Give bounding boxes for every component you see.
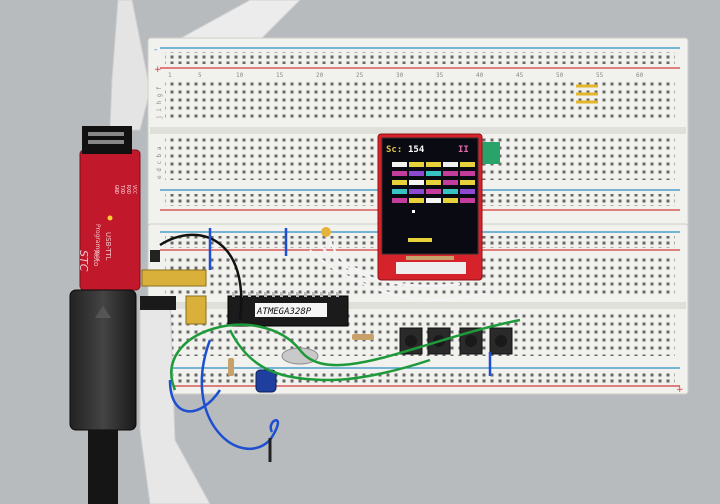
brick: [460, 180, 475, 185]
brick: [443, 198, 458, 203]
microcontroller-chip: ATMEGA328P: [227, 292, 349, 327]
col-num-5: 5: [198, 72, 202, 79]
brick: [460, 198, 475, 203]
col-num-20: 20: [316, 72, 324, 79]
led-indicator: [107, 215, 113, 221]
programmer-pin-txd: TXD: [119, 185, 125, 194]
brick: [409, 171, 424, 176]
col-num-30: 30: [396, 72, 404, 79]
brick: [426, 162, 441, 167]
wire-green-1: [170, 318, 521, 391]
brick: [460, 171, 475, 176]
paddle: [408, 238, 432, 242]
crystal-oscillator: [281, 347, 319, 365]
col-num-1: 1: [168, 72, 172, 79]
brick-grid: [392, 162, 475, 203]
rail-sign-plus-bottom: +: [676, 385, 684, 395]
col-num-35: 35: [436, 72, 444, 79]
wire-blue-2: [168, 379, 222, 413]
ribbon-cable-bottom: [139, 296, 211, 504]
lives-indicator: II: [458, 145, 469, 155]
brick: [443, 162, 458, 167]
usb-ttl-programmer: STC Auto Programmer USB-TTL GND TXD RXD …: [77, 126, 141, 291]
row-letters-bottom: e d c b a: [156, 146, 163, 179]
yellow-jumpers: [576, 84, 598, 104]
programmer-line1: Auto: [92, 250, 100, 266]
score-value: 154: [408, 145, 425, 155]
brick: [426, 171, 441, 176]
brick: [392, 171, 407, 176]
programmer-pin-vcc: VCC: [131, 185, 137, 194]
col-num-45: 45: [516, 72, 524, 79]
brick: [460, 189, 475, 194]
col-num-40: 40: [476, 72, 484, 79]
score-label: Sc:: [386, 145, 402, 155]
wire-black: [159, 233, 243, 321]
brick: [409, 180, 424, 185]
brick: [409, 162, 424, 167]
brick: [460, 162, 475, 167]
programmer-line3: USB-TTL: [104, 232, 112, 261]
brick: [392, 162, 407, 167]
rail-sign-plus: +: [154, 65, 162, 75]
usb-cable: [69, 289, 137, 504]
wire-blue-1: [200, 339, 280, 451]
col-num-15: 15: [276, 72, 284, 79]
breadboard-lower: [147, 223, 689, 395]
rail-signs: - + +: [154, 45, 684, 395]
wire-green-2: [228, 329, 431, 382]
programmer-pin-rxd: RXD: [125, 185, 131, 194]
ceramic-capacitor: [321, 227, 331, 237]
programmer-line2: Programmer: [94, 224, 101, 262]
wire-white-1: [309, 249, 491, 302]
brick: [426, 189, 441, 194]
brick: [443, 171, 458, 176]
brick: [392, 189, 407, 194]
brick: [426, 180, 441, 185]
row-letters-top: j i h g f: [156, 86, 163, 119]
brick: [409, 189, 424, 194]
column-numbers: 1 5 10 15 20 25 30 35 40 45 50 55 60 j i…: [156, 72, 644, 179]
brick: [409, 198, 424, 203]
resistors: [228, 334, 374, 376]
programmer-brand: STC: [77, 250, 90, 272]
chip-label: ATMEGA328P: [256, 307, 312, 317]
tft-screen: [381, 137, 479, 255]
col-num-50: 50: [556, 72, 564, 79]
col-num-60: 60: [636, 72, 644, 79]
pin-header-connector: [141, 250, 207, 325]
push-buttons: [399, 327, 513, 355]
ball: [412, 210, 415, 213]
brick: [392, 198, 407, 203]
brick: [443, 180, 458, 185]
col-num-55: 55: [596, 72, 604, 79]
electrolytic-capacitor: [255, 369, 277, 393]
green-tab: [480, 142, 500, 164]
brick: [392, 180, 407, 185]
programmer-pin-gnd: GND: [113, 185, 119, 194]
brick: [443, 189, 458, 194]
col-num-25: 25: [356, 72, 364, 79]
tft-display-module: Sc: 154 II: [377, 133, 483, 281]
brick: [426, 198, 441, 203]
col-num-10: 10: [236, 72, 244, 79]
rail-sign-minus: -: [154, 45, 157, 55]
